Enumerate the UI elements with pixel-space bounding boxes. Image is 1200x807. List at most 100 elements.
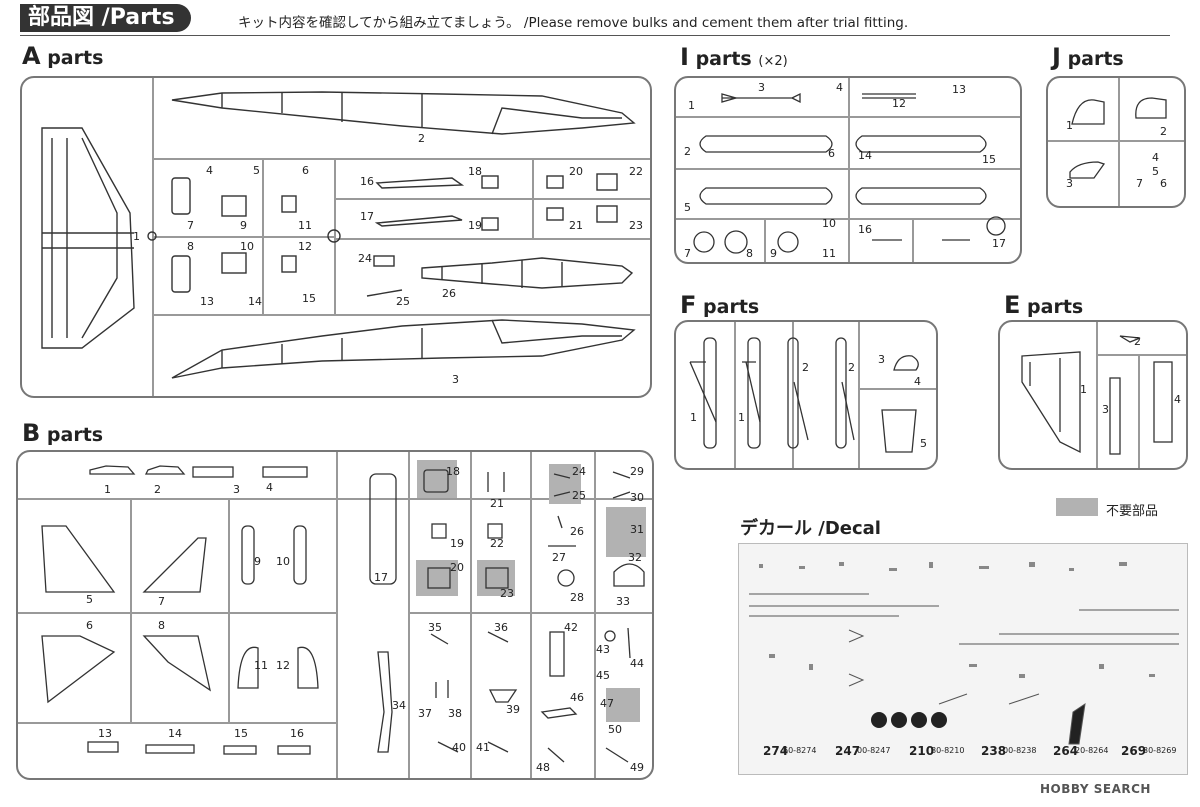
b-num-41: 41 — [476, 741, 490, 754]
a-num-11: 11 — [298, 219, 312, 232]
decal-sheet: 274 60-8274 247 00-8247 210 80-8210 238 … — [738, 543, 1188, 775]
b-num-20: 20 — [450, 561, 464, 574]
unused-parts-label: 不要部品 — [1106, 504, 1159, 519]
i-num-4: 4 — [836, 81, 843, 94]
a-num-13: 13 — [200, 295, 214, 308]
decal-serial-238: 00-8238 — [1003, 746, 1037, 755]
b-num-33: 33 — [616, 595, 630, 608]
decal-serial-269: 30-8269 — [1143, 746, 1177, 755]
f-num-1: 1 — [690, 411, 697, 424]
b-num-36: 36 — [494, 621, 508, 634]
a-num-8: 8 — [187, 240, 194, 253]
header-note: キット内容を確認してから組み立てましょう。 /Please remove bul… — [238, 15, 909, 31]
b-num-3: 3 — [233, 483, 240, 496]
a-num-20: 20 — [569, 165, 583, 178]
i-num-17: 17 — [992, 237, 1006, 250]
i-num-14: 14 — [858, 149, 872, 162]
b-num-8: 8 — [158, 619, 165, 632]
e-num-1: 1 — [1080, 383, 1087, 396]
i-num-5: 5 — [684, 201, 691, 214]
section-title-f: F parts — [680, 291, 760, 319]
b-num-16: 16 — [290, 727, 304, 740]
b-num-28: 28 — [570, 591, 584, 604]
decal-num-264: 264 — [1053, 744, 1079, 758]
b-num-10: 10 — [276, 555, 290, 568]
b-num-5: 5 — [86, 593, 93, 606]
a-num-24: 24 — [358, 252, 372, 265]
b-num-14: 14 — [168, 727, 182, 740]
f-num-4: 4 — [914, 375, 921, 388]
b-num-38: 38 — [448, 707, 462, 720]
a-num-4: 4 — [206, 164, 213, 177]
decal-num-274: 274 — [763, 744, 789, 758]
a-num-12: 12 — [298, 240, 312, 253]
i-num-9: 9 — [770, 247, 777, 260]
b-num-2: 2 — [154, 483, 161, 496]
section-title-a: A parts — [22, 42, 104, 70]
b-num-21: 21 — [490, 497, 504, 510]
f-num-5: 5 — [920, 437, 927, 450]
e-num-4: 4 — [1174, 393, 1181, 406]
a-num-19: 19 — [468, 219, 482, 232]
b-num-17: 17 — [374, 571, 388, 584]
a-num-17: 17 — [360, 210, 374, 223]
b-num-50: 50 — [608, 723, 622, 736]
b-num-31: 31 — [630, 523, 644, 536]
a-num-14: 14 — [248, 295, 262, 308]
section-title-i: I parts (×2) — [680, 43, 788, 71]
e-num-3: 3 — [1102, 403, 1109, 416]
b-num-39: 39 — [506, 703, 520, 716]
a-part-shapes — [41, 91, 636, 379]
b-num-43: 43 — [596, 643, 610, 656]
e-part-shapes — [1021, 335, 1173, 455]
b-num-22: 22 — [490, 537, 504, 550]
i-num-2: 2 — [684, 145, 691, 158]
e-num-2: 2 — [1134, 335, 1141, 348]
b-num-34: 34 — [392, 699, 406, 712]
f-num-3: 3 — [878, 353, 885, 366]
b-num-23: 23 — [500, 587, 514, 600]
j-num-3: 3 — [1066, 177, 1073, 190]
decal-serial-264: 20-8264 — [1075, 746, 1109, 755]
b-num-46: 46 — [570, 691, 584, 704]
f-num-2b: 2 — [848, 361, 855, 374]
sprue-frame-a: 1 2 3 4 5 6 7 8 9 10 11 12 13 14 15 16 1… — [20, 76, 652, 398]
j-num-7: 7 — [1136, 177, 1143, 190]
sprue-frame-j: 1 2 3 4 5 6 7 — [1046, 76, 1186, 208]
b-num-9: 9 — [254, 555, 261, 568]
decal-serial-247: 00-8247 — [857, 746, 891, 755]
decal-num-269: 269 — [1121, 744, 1147, 758]
a-num-2: 2 — [418, 132, 425, 145]
a-num-5: 5 — [253, 164, 260, 177]
i-num-1: 1 — [688, 99, 695, 112]
b-part-shapes — [41, 465, 645, 763]
a-num-3: 3 — [452, 373, 459, 386]
header-rule — [20, 35, 1170, 36]
decal-num-247: 247 — [835, 744, 861, 758]
sprue-frame-i: 1 2 3 4 5 6 7 8 9 10 11 12 13 14 15 16 1… — [674, 76, 1022, 264]
j-num-6: 6 — [1160, 177, 1167, 190]
b-num-18: 18 — [446, 465, 460, 478]
i-num-10: 10 — [822, 217, 836, 230]
a-num-16: 16 — [360, 175, 374, 188]
b-num-13: 13 — [98, 727, 112, 740]
b-num-42: 42 — [564, 621, 578, 634]
a-num-1: 1 — [133, 230, 140, 243]
j-num-1: 1 — [1066, 119, 1073, 132]
page-header: 部品図 /Parts キット内容を確認してから組み立てましょう。 /Please… — [0, 0, 1200, 38]
a-num-6: 6 — [302, 164, 309, 177]
b-num-1: 1 — [104, 483, 111, 496]
b-num-27: 27 — [552, 551, 566, 564]
watermark-logo: HOBBY SEARCH — [1040, 782, 1151, 796]
i-num-12: 12 — [892, 97, 906, 110]
a-num-22: 22 — [629, 165, 643, 178]
b-num-12: 12 — [276, 659, 290, 672]
b-num-24: 24 — [572, 465, 586, 478]
a-num-15: 15 — [302, 292, 316, 305]
a-num-26: 26 — [442, 287, 456, 300]
b-num-47: 47 — [600, 697, 614, 710]
decal-num-210: 210 — [909, 744, 935, 758]
decal-num-238: 238 — [981, 744, 1007, 758]
page-title: 部品図 /Parts — [20, 4, 191, 32]
f-num-2: 2 — [802, 361, 809, 374]
